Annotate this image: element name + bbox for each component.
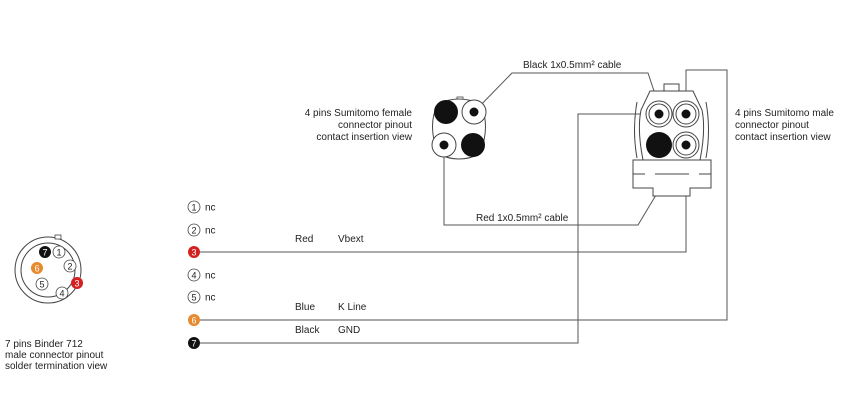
binder-pin-circle [35, 277, 49, 291]
pin-number: 3 [191, 248, 196, 258]
female-pin-bl-contact [439, 140, 449, 150]
binder-outer-ring [14, 236, 82, 304]
binder-pin-7: 7 [39, 246, 51, 258]
male-base [632, 159, 712, 197]
pin-nc-label: nc [205, 293, 216, 304]
pin-badge [187, 200, 201, 214]
binder-pin-3: 3 [71, 277, 83, 289]
pin-row-1: 1 nc [187, 200, 216, 214]
binder-pin-4: 4 [55, 286, 69, 300]
binder-pin-circle [63, 259, 77, 273]
binder-pin-circle [55, 286, 69, 300]
binder-pin-circle [71, 277, 83, 289]
male-pin-tl-ring [648, 103, 670, 125]
binder-pin-number: 6 [34, 264, 39, 274]
wire-color-label: Blue [295, 302, 315, 313]
binder-pin-number: 5 [39, 280, 44, 290]
wire-vbext [200, 148, 687, 253]
wire-color-label: Black [295, 325, 320, 336]
pin-number: 7 [191, 339, 196, 349]
pin-badge [188, 337, 200, 349]
pin-row-7: 7 Black GND [188, 325, 360, 349]
male-caption-line3: contact insertion view [735, 132, 831, 143]
binder-caption-line1: 7 pins Binder 712 [5, 339, 83, 350]
pin-badge [187, 223, 201, 237]
male-caption-line1: 4 pins Sumitomo male [735, 108, 834, 119]
wire-kline [200, 69, 728, 321]
binder-pin-circle [31, 262, 43, 274]
black-cable-label: Black 1x0.5mm² cable [523, 60, 622, 71]
female-pin-tr-contact [469, 107, 479, 117]
binder-pin-5: 5 [35, 277, 49, 291]
pin-nc-label: nc [205, 203, 216, 214]
binder-pin-number: 4 [59, 289, 64, 299]
red-cable-label: Red 1x0.5mm² cable [476, 213, 569, 224]
binder-pin-circle [39, 246, 51, 258]
female-connector [431, 96, 487, 160]
binder-pin-number: 1 [56, 248, 61, 258]
binder-pin-number: 7 [42, 248, 47, 258]
male-pin-bl [646, 132, 672, 158]
pin-badge [187, 290, 201, 304]
pin-number: 5 [191, 293, 196, 303]
wire-gnd [200, 113, 659, 344]
pin-row-4: 4 nc [187, 268, 216, 282]
pin-row-6: 6 Blue K Line [188, 302, 367, 326]
cable-black [473, 72, 660, 113]
male-pin-br-contact [681, 140, 691, 150]
signal-label: K Line [338, 302, 367, 313]
pin-number: 4 [191, 271, 196, 281]
male-latch-right [705, 101, 709, 159]
pin-number: 1 [191, 203, 196, 213]
pin-row-2: 2 nc [187, 223, 216, 237]
male-pin-tr-contact [681, 109, 691, 119]
male-pin-br-ring [675, 134, 697, 156]
signal-label: GND [338, 325, 360, 336]
female-caption-line3: contact insertion view [316, 132, 412, 143]
pin-number: 2 [191, 226, 196, 236]
binder-pin-6: 6 [31, 262, 43, 274]
binder-inner-ring [20, 242, 76, 298]
pin-badge [187, 268, 201, 282]
pin-row-5: 5 nc [187, 290, 216, 304]
pin-badge [188, 314, 200, 326]
pin-nc-label: nc [205, 271, 216, 282]
binder-pin-circle [52, 245, 66, 259]
pin-nc-label: nc [205, 226, 216, 237]
binder-pin-1: 1 [52, 245, 66, 259]
binder-key-notch [54, 234, 62, 240]
female-pin-br [461, 133, 485, 157]
binder-caption-line3: solder termination view [5, 361, 108, 372]
pin-list: 1 nc 2 nc 3 Red Vbext 4 nc 5 nc 6 Blue K Line 7 Black GN… [187, 200, 367, 349]
pin-badge [188, 246, 200, 258]
female-caption-line2: connector pinout [338, 120, 412, 131]
male-latch-left [634, 101, 638, 159]
male-pin-tr-ring [675, 103, 697, 125]
binder-caption-line2: male connector pinout [5, 350, 104, 361]
female-caption-line1: 4 pins Sumitomo female [305, 108, 413, 119]
binder-pin-number: 3 [74, 279, 79, 289]
pin-number: 6 [191, 316, 196, 326]
binder-pin-2: 2 [63, 259, 77, 273]
pin-row-3: 3 Red Vbext [188, 234, 364, 258]
male-connector [632, 83, 712, 197]
wire-color-label: Red [295, 234, 313, 245]
female-pin-tl [434, 100, 458, 124]
binder-pin-number: 2 [67, 262, 72, 272]
male-caption-line2: connector pinout [735, 120, 809, 131]
male-key [663, 83, 680, 92]
signal-label: Vbext [338, 234, 364, 245]
male-pin-tl-contact [654, 109, 664, 119]
